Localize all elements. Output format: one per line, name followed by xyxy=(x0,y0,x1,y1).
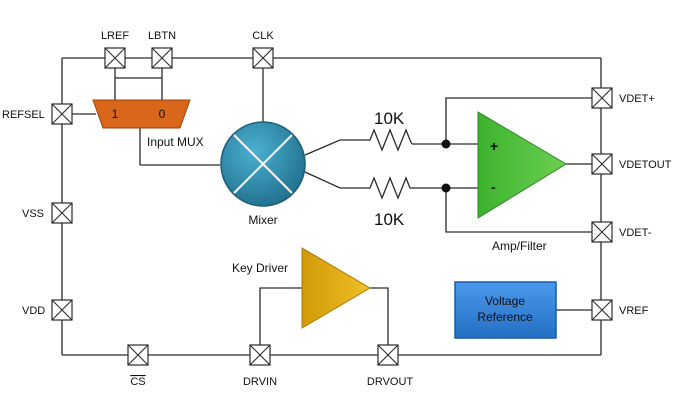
pin-vdet-plus-box xyxy=(591,87,613,109)
pin-cs-box xyxy=(127,344,149,366)
pin-vdd-label: VDD xyxy=(22,305,45,317)
resistor-bottom-label: 10K xyxy=(374,210,405,229)
pin-vss-label: VSS xyxy=(22,208,44,220)
amp-filter-block xyxy=(477,111,567,219)
pin-vss-box xyxy=(51,202,73,224)
pin-vdetout-label: VDETOUT xyxy=(619,159,672,171)
resistor-bottom xyxy=(366,176,412,200)
pin-lbtn-label: LBTN xyxy=(148,30,176,42)
pin-clk-box xyxy=(252,47,274,69)
junction-dot-plus xyxy=(441,139,451,149)
pin-cs-label: CS xyxy=(130,376,145,388)
junction-dot-minus xyxy=(441,183,451,193)
voltage-reference-label-1: Voltage xyxy=(485,294,525,308)
mixer-cross-2 xyxy=(233,134,293,194)
pin-vdd-box xyxy=(51,299,73,321)
pin-refsel-box xyxy=(51,103,73,125)
input-mux-label: Input MUX xyxy=(147,135,204,149)
resistor-top xyxy=(366,128,413,152)
pin-refsel-label: REFSEL xyxy=(2,109,45,121)
pin-lref-label: LREF xyxy=(101,30,129,42)
pin-lbtn-box xyxy=(151,47,173,69)
key-driver-label: Key Driver xyxy=(232,261,288,275)
amp-minus-sign: - xyxy=(491,179,496,195)
voltage-reference-block xyxy=(454,281,557,339)
pin-lref-box xyxy=(104,47,126,69)
mux-input-0-label: 0 xyxy=(159,107,166,121)
resistor-top-label: 10K xyxy=(374,109,405,128)
key-driver-block xyxy=(301,247,371,329)
pin-drvout-label: DRVOUT xyxy=(367,376,414,388)
input-mux-block xyxy=(92,99,191,129)
pin-vdet-minus-box xyxy=(591,221,613,243)
mux-input-1-label: 1 xyxy=(112,107,119,121)
amp-plus-sign: + xyxy=(490,138,498,154)
pin-vref-label: VREF xyxy=(619,305,649,317)
amp-filter-label: Amp/Filter xyxy=(492,239,547,253)
pin-vdet-minus-label: VDET- xyxy=(619,227,652,239)
pin-vref-box xyxy=(591,299,613,321)
pin-drvout-box xyxy=(377,344,399,366)
mixer-label: Mixer xyxy=(248,213,277,227)
pin-vdetout-box xyxy=(591,153,613,175)
pin-clk-label: CLK xyxy=(252,30,274,42)
pin-vdet-plus-label: VDET+ xyxy=(619,93,655,105)
pin-drvin-label: DRVIN xyxy=(243,376,277,388)
voltage-reference-label-2: Reference xyxy=(477,310,533,324)
pin-drvin-box xyxy=(249,344,271,366)
